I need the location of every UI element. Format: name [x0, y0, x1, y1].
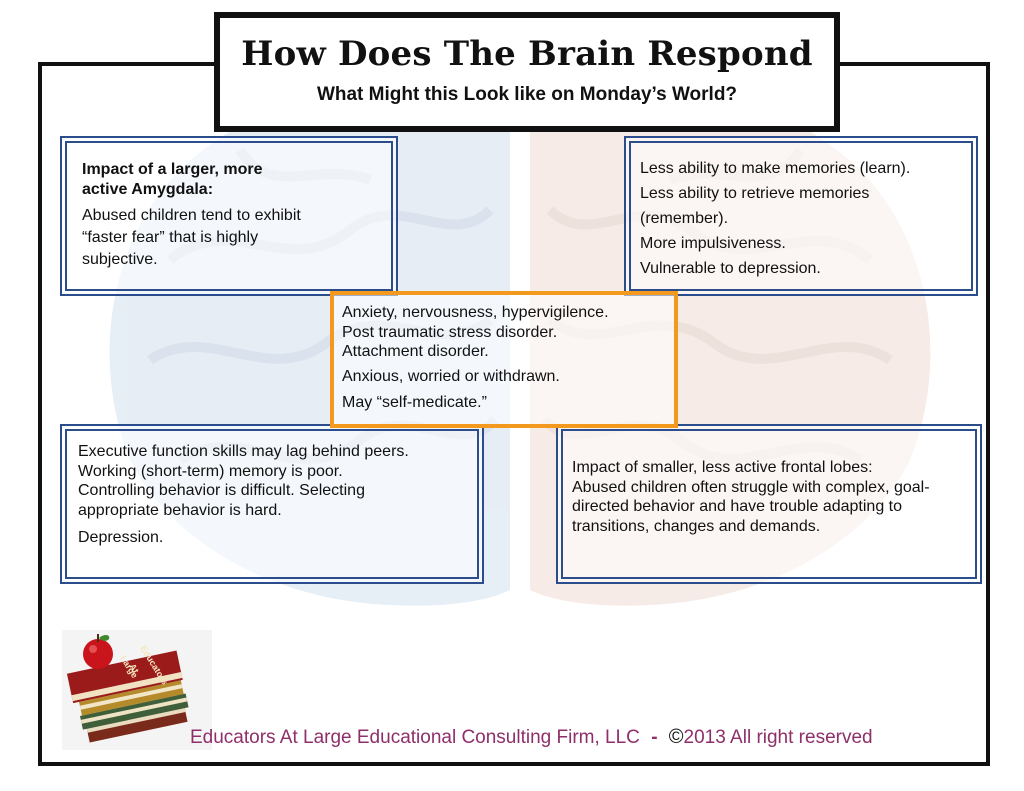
logo-text-line: At — [127, 662, 141, 675]
amygdala-text: Impact of a larger, more active Amygdala… — [82, 160, 312, 271]
memory-line: More impulsiveness. — [640, 235, 786, 252]
amygdala-body: Abused children tend to exhibit “faster … — [82, 207, 301, 268]
frontal-line: Abused children often struggle with comp… — [572, 478, 930, 535]
executive-line: Depression. — [78, 529, 164, 546]
footer-copyright: Educators At Large Educational Consultin… — [190, 726, 873, 749]
memory-line: Less ability to retrieve memories (remem… — [640, 185, 870, 227]
executive-line: Executive function skills may lag behind… — [78, 443, 409, 460]
amygdala-box: Impact of a larger, more active Amygdala… — [60, 136, 398, 296]
footer-company: Educators At Large Educational Consultin… — [190, 727, 640, 748]
frontal-line: Impact of smaller, less active frontal l… — [572, 459, 873, 476]
title-box: How Does The Brain Respond What Might th… — [214, 12, 840, 132]
anxiety-line: Anxiety, nervousness, hypervigilence. — [342, 304, 609, 321]
copyright-symbol: © — [668, 726, 684, 748]
anxiety-line: Post traumatic stress disorder. — [342, 323, 558, 341]
anxiety-line: Attachment disorder. — [342, 343, 489, 360]
anxiety-line: May “self-medicate.” — [342, 394, 487, 411]
anxiety-box: Anxiety, nervousness, hypervigilence. Po… — [330, 291, 678, 428]
memory-line: Less ability to make memories (learn). — [640, 160, 911, 177]
frontal-lobes-text: Impact of smaller, less active frontal l… — [572, 458, 972, 536]
executive-function-box-inner-border — [65, 429, 479, 579]
executive-line: Working (short-term) memory is poor. — [78, 462, 343, 480]
frontal-lobes-box-inner-border — [561, 429, 977, 579]
footer-dash: - — [651, 727, 658, 748]
executive-function-box: Executive function skills may lag behind… — [60, 424, 484, 584]
memory-line: Vulnerable to depression. — [640, 260, 821, 277]
page-title: How Does The Brain Respond — [241, 34, 813, 74]
memory-box: Less ability to make memories (learn). L… — [624, 136, 978, 296]
memory-text: Less ability to make memories (learn). L… — [640, 156, 960, 281]
executive-line: Controlling behavior is difficult. Selec… — [78, 482, 365, 519]
amygdala-heading: Impact of a larger, more active Amygdala… — [82, 161, 263, 198]
executive-function-text: Executive function skills may lag behind… — [78, 442, 418, 548]
anxiety-line: Anxious, worried or withdrawn. — [342, 367, 560, 385]
amygdala-box-inner-border — [65, 141, 393, 291]
frontal-lobes-box: Impact of smaller, less active frontal l… — [556, 424, 982, 584]
footer-copyright-text: 2013 All right reserved — [683, 727, 873, 748]
books-apple-logo: Educators At Large — [62, 630, 212, 750]
memory-box-inner-border — [629, 141, 973, 291]
anxiety-text: Anxiety, nervousness, hypervigilence. Po… — [342, 303, 672, 413]
page-subtitle: What Might this Look like on Monday’s Wo… — [316, 84, 738, 105]
